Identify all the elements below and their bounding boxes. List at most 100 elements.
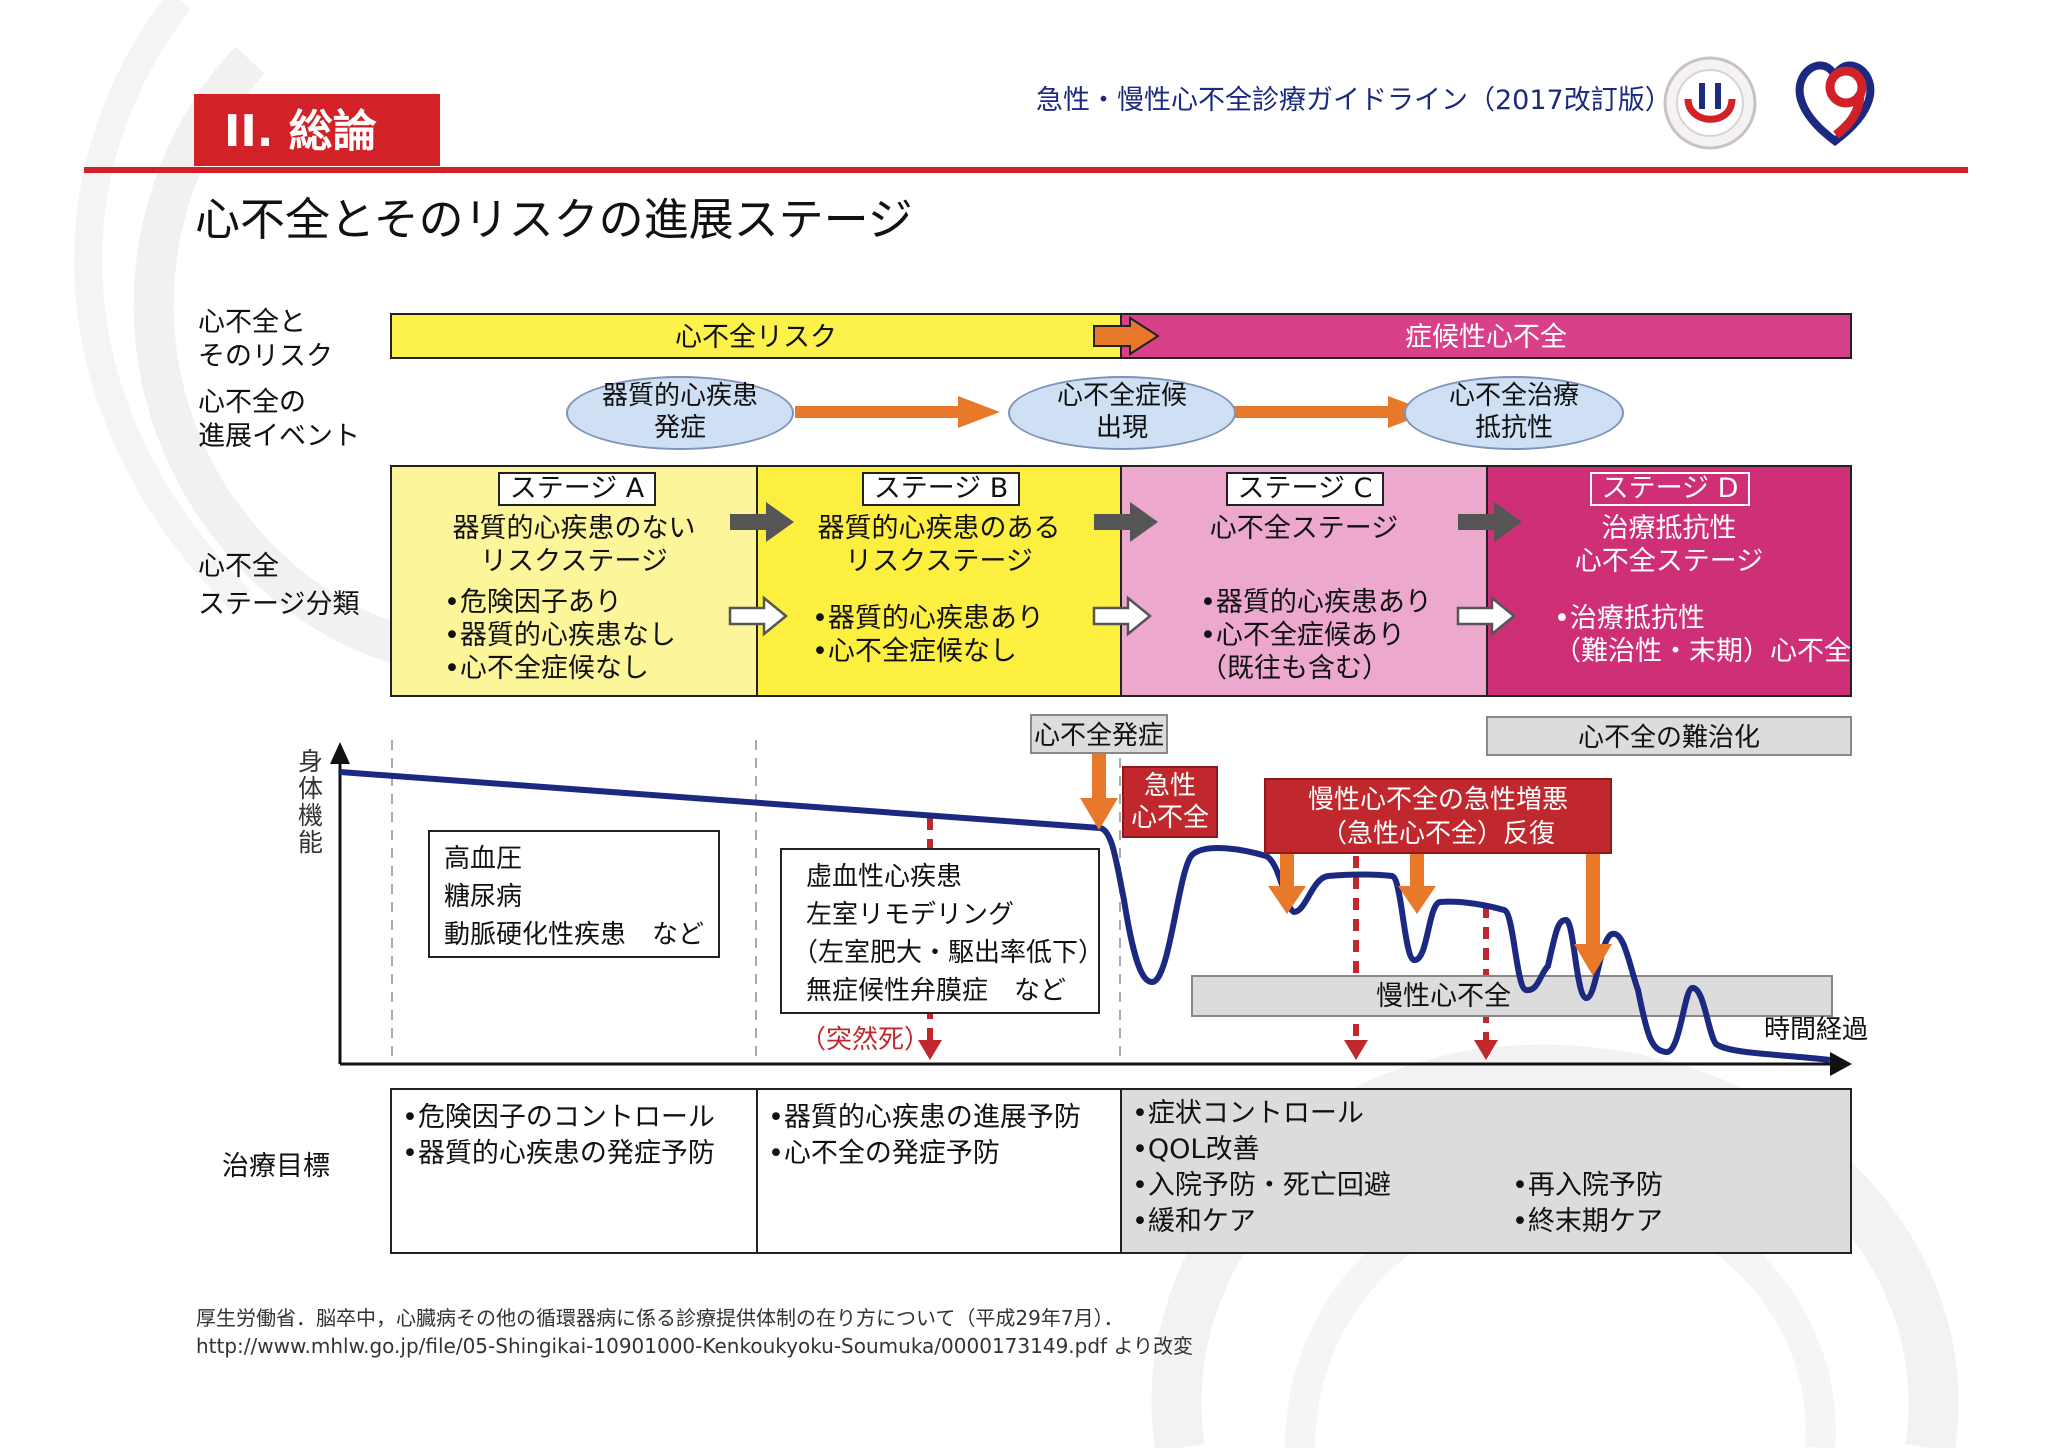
event-2-line2: 出現 [1095, 413, 1148, 443]
risk-row-label-line1: 心不全と [198, 307, 306, 338]
goal-b-item-1: •器質的心疾患の進展予防 [768, 1102, 1081, 1133]
stage-d-heading-line1: 治療抵抗性 [1601, 513, 1737, 544]
stage-d-bullet-2: （難治性・末期）心不全 [1554, 636, 1851, 667]
stage-a-bullet-3: •心不全症候なし [444, 653, 649, 684]
structural-disease-box: 虚血性心疾患 左室リモデリング （左室肥大・駆出率低下） 無症候性弁膜症 など [780, 848, 1104, 1014]
event-1-line1: 器質的心疾患 [601, 381, 758, 411]
stage-a-to-b-arrow-icon [730, 502, 794, 542]
y-axis-label-2: 体 [298, 774, 324, 803]
risk-factor-3: 動脈硬化性疾患 など [444, 920, 705, 950]
y-axis-label-4: 能 [298, 828, 324, 857]
exacerbation-arrow-icon-2 [1398, 886, 1436, 914]
chronic-hf-band [1191, 975, 1833, 1017]
stage-b-bullet-1: •器質的心疾患あり [812, 603, 1044, 634]
goal-c-item-1: •症状コントロール [1132, 1098, 1364, 1129]
stage-c-to-d-arrow-icon [1458, 502, 1522, 542]
goal-c-item-4: •緩和ケア [1132, 1206, 1256, 1237]
x-axis-arrowhead [1830, 1052, 1852, 1076]
stage-c-title: ステージ C [1226, 472, 1384, 506]
goal-c-item-3: •入院予防・死亡回避 [1132, 1170, 1391, 1201]
event-row-label-line1: 心不全の [198, 387, 306, 418]
goal-a-item-1: •危険因子のコントロール [402, 1102, 715, 1133]
guideline-title: 急性・慢性心不全診療ガイドライン（2017改訂版） [1036, 85, 1672, 116]
section-label: II. 総論 [224, 106, 377, 157]
exacerbation-box: 慢性心不全の急性増悪 （急性心不全）反復 [1264, 778, 1612, 854]
stage-b-title: ステージ B [862, 472, 1020, 506]
goal-cell-cd: •症状コントロール •QOL改善 •入院予防・死亡回避 •緩和ケア •再入院予防… [1120, 1088, 1852, 1254]
society-seal-icon [1663, 56, 1757, 150]
risk-bar-arrow-icon [1093, 316, 1160, 356]
stage-b-to-c-outline-arrow-icon [1092, 595, 1152, 637]
sudden-death-label: （突然死） [800, 1025, 931, 1055]
structural-item-3: （左室肥大・駆出率低下） [792, 938, 1105, 968]
risk-row-label-line2: そのリスク [198, 341, 333, 372]
onset-label-box: 心不全発症 [1030, 714, 1168, 754]
event-connector-arrows [795, 396, 1430, 428]
stage-row-label-line2: ステージ分類 [198, 589, 360, 620]
structural-item-2: 左室リモデリング [806, 900, 1015, 930]
risk-bar-right-label: 症候性心不全 [1405, 322, 1567, 353]
risk-factor-2: 糖尿病 [444, 882, 523, 912]
header-rule [84, 167, 1968, 173]
y-axis-arrowhead [330, 742, 350, 764]
event-2-line1: 心不全症候 [1056, 381, 1187, 411]
stage-a-bullet-2: •器質的心疾患なし [444, 620, 676, 651]
event-ellipse-structural-onset: 器質的心疾患 発症 [566, 376, 794, 450]
exacerbation-line1: 慢性心不全の急性増悪 [1307, 785, 1568, 815]
risk-bar-right: 症候性心不全 [1120, 313, 1852, 359]
goal-a-item-2: •器質的心疾患の発症予防 [402, 1138, 715, 1169]
exacerbation-arrow-icon-3 [1574, 944, 1612, 976]
stage-a-title: ステージ A [498, 472, 656, 506]
stage-b-heading-line1: 器質的心疾患のある [817, 513, 1061, 544]
stage-row-label-line1: 心不全 [198, 551, 279, 582]
goal-cell-a: •危険因子のコントロール •器質的心疾患の発症予防 [390, 1088, 758, 1254]
goal-b-item-2: •心不全の発症予防 [768, 1138, 1000, 1169]
stage-b-heading-line2: リスクステージ [845, 546, 1033, 577]
risk-bar-left: 心不全リスク [390, 313, 1122, 359]
acute-hf-line1: 急性 [1143, 771, 1196, 801]
exacerbation-arrow-icon-1 [1268, 886, 1306, 914]
goal-d-item-1: •再入院予防 [1512, 1170, 1663, 1201]
acute-hf-line2: 心不全 [1130, 803, 1209, 833]
y-axis-label-1: 身 [298, 747, 324, 776]
goal-cell-b: •器質的心疾患の進展予防 •心不全の発症予防 [756, 1088, 1122, 1254]
event-3-line1: 心不全治療 [1448, 381, 1579, 411]
risk-bar-left-label: 心不全リスク [675, 322, 837, 353]
refractory-label: 心不全の難治化 [1577, 723, 1760, 753]
heart-logo-icon [1795, 61, 1875, 146]
event-ellipse-symptom-onset: 心不全症候 出現 [1008, 376, 1236, 450]
goal-row-label: 治療目標 [222, 1151, 330, 1182]
event-3-line2: 抵抗性 [1474, 413, 1553, 443]
stage-d-heading-line2: 心不全ステージ [1574, 546, 1764, 577]
section-label-box: II. 総論 [194, 94, 440, 166]
page-title: 心不全とそのリスクの進展ステージ [195, 193, 913, 246]
stage-a-bullet-1: •危険因子あり [444, 587, 622, 618]
stage-a-heading-line1: 器質的心疾患のない [452, 513, 696, 544]
event-row-label-line2: 進展イベント [198, 421, 360, 452]
onset-label: 心不全発症 [1033, 721, 1164, 751]
stage-b-to-c-arrow-icon [1094, 502, 1158, 542]
stage-a-to-b-outline-arrow-icon [728, 595, 788, 637]
goal-c-item-2: •QOL改善 [1132, 1134, 1260, 1165]
structural-item-1: 虚血性心疾患 [806, 862, 963, 892]
stage-d-bullet-1: •治療抵抗性 [1554, 603, 1705, 634]
onset-arrow-icon [1080, 798, 1118, 830]
footnote-line1: 厚生労働省．脳卒中，心臓病その他の循環器病に係る診療提供体制の在り方について（平… [196, 1306, 1124, 1330]
goal-d-item-2: •終末期ケア [1512, 1206, 1663, 1237]
refractory-label-box: 心不全の難治化 [1486, 716, 1852, 756]
x-axis-label: 時間経過 [1764, 1015, 1869, 1045]
stage-a-heading-line2: リスクステージ [480, 546, 668, 577]
risk-factors-box: 高血圧 糖尿病 動脈硬化性疾患 など [428, 830, 720, 958]
stage-d-title: ステージ D [1590, 472, 1750, 506]
chronic-hf-label: 慢性心不全 [1376, 981, 1511, 1012]
event-ellipse-treatment-resistance: 心不全治療 抵抗性 [1404, 376, 1624, 450]
event-1-line2: 発症 [653, 413, 706, 443]
risk-factor-1: 高血圧 [444, 844, 523, 874]
exacerbation-line2: （急性心不全）反復 [1320, 819, 1555, 849]
stage-c-bullet-3: （既往も含む） [1200, 653, 1389, 684]
acute-hf-box: 急性 心不全 [1122, 766, 1218, 838]
stage-c-heading-line1: 心不全ステージ [1209, 513, 1399, 544]
